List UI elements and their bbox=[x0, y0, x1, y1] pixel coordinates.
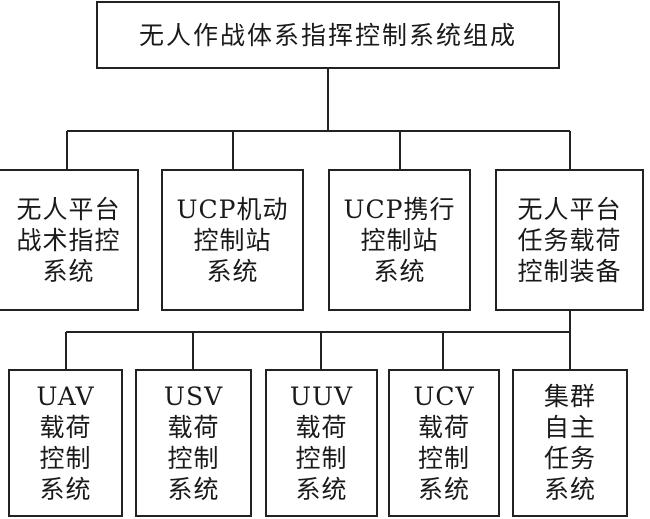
node-label: USV 载荷 控制 系统 bbox=[163, 382, 224, 504]
node-uav-payload-control: UAV 载荷 控制 系统 bbox=[8, 369, 123, 517]
node-label: UCP携行 控制站 系统 bbox=[343, 194, 456, 286]
node-ucv-payload-control: UCV 载荷 控制 系统 bbox=[388, 369, 500, 517]
node-tactical-command-system: 无人平台 战术指控 系统 bbox=[0, 169, 139, 311]
node-label: 无人平台 任务载荷 控制装备 bbox=[517, 194, 622, 286]
node-swarm-autonomous-mission: 集群 自主 任务 系统 bbox=[512, 369, 628, 517]
node-label: 无人平台 战术指控 系统 bbox=[16, 194, 121, 286]
node-label: UCV 载荷 控制 系统 bbox=[413, 382, 475, 504]
node-label: UAV 载荷 控制 系统 bbox=[36, 382, 95, 504]
root-node-label: 无人作战体系指挥控制系统组成 bbox=[138, 20, 517, 50]
node-label: UUV 载荷 控制 系统 bbox=[289, 382, 354, 504]
node-label: UCP机动 控制站 系统 bbox=[176, 194, 289, 286]
node-label: 集群 自主 任务 系统 bbox=[543, 382, 596, 504]
node-ucp-portable-station: UCP携行 控制站 系统 bbox=[328, 169, 471, 311]
root-node: 无人作战体系指挥控制系统组成 bbox=[96, 1, 560, 69]
node-usv-payload-control: USV 载荷 控制 系统 bbox=[135, 369, 252, 517]
node-uuv-payload-control: UUV 载荷 控制 系统 bbox=[265, 369, 378, 517]
node-ucp-mobile-station: UCP机动 控制站 系统 bbox=[161, 169, 304, 311]
node-payload-control-equipment: 无人平台 任务载荷 控制装备 bbox=[495, 169, 644, 311]
